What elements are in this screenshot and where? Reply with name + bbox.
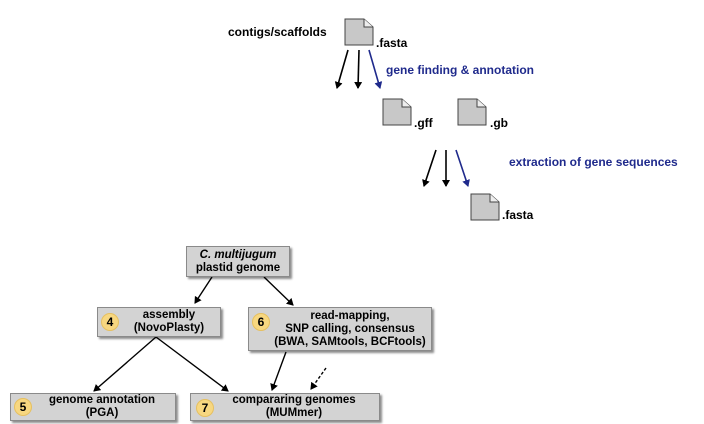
assembly-box: assembly (NovoPlasty)	[97, 307, 221, 337]
arrow-root-mapping	[263, 276, 294, 306]
step-badge-4: 4	[101, 313, 119, 331]
step-badge-7: 7	[196, 399, 214, 417]
root-desc: plastid genome	[195, 261, 281, 274]
annotation-tool: (PGA)	[85, 407, 119, 419]
document-icon-gb	[457, 98, 487, 126]
document-icon-gff	[382, 98, 412, 126]
arrow-gff-1	[422, 149, 437, 187]
mapping-title: read-mapping,	[310, 309, 390, 322]
fasta-out-ext: .fasta	[502, 208, 534, 222]
fasta-ext: .fasta	[376, 36, 408, 50]
arrow-fasta-3	[368, 49, 383, 89]
mapping-box: read-mapping, SNP calling, consensus (BW…	[248, 307, 432, 351]
document-icon-fasta-out	[470, 193, 500, 221]
document-icon-fasta	[344, 18, 374, 46]
gb-ext: .gb	[490, 116, 508, 130]
comparing-title: compararing genomes	[232, 394, 356, 406]
annotation-box: genome annotation (PGA)	[10, 393, 176, 421]
root-box: C. multijugum plastid genome	[186, 246, 290, 277]
mapping-desc: SNP calling, consensus	[285, 322, 415, 335]
annotation-title: genome annotation	[48, 394, 156, 406]
comparing-tool: (MUMmer)	[265, 407, 323, 419]
arrow-mapping-comparing	[270, 351, 287, 391]
step-badge-5: 5	[14, 398, 32, 416]
arrow-root-assembly	[194, 276, 213, 304]
arrow-gff-3	[455, 149, 470, 187]
assembly-title: assembly	[142, 309, 196, 321]
arrow-assembly-comparing	[155, 336, 229, 392]
arrow-external-comparing	[310, 367, 327, 390]
arrow-fasta-2	[354, 49, 363, 89]
step-badge-6: 6	[252, 313, 270, 331]
contigs-label: contigs/scaffolds	[228, 25, 327, 39]
comparing-box: compararing genomes (MUMmer)	[190, 393, 380, 421]
root-species: C. multijugum	[199, 248, 277, 261]
arrow-fasta-1	[334, 49, 349, 89]
mapping-tools: (BWA, SAMtools, BCFtools)	[274, 335, 426, 348]
gff-ext: .gff	[414, 116, 433, 130]
arrow-assembly-annotation	[93, 336, 157, 392]
gene-finding-label: gene finding & annotation	[386, 63, 534, 77]
extraction-label: extraction of gene sequences	[509, 155, 678, 169]
assembly-tool: (NovoPlasty)	[133, 322, 205, 334]
